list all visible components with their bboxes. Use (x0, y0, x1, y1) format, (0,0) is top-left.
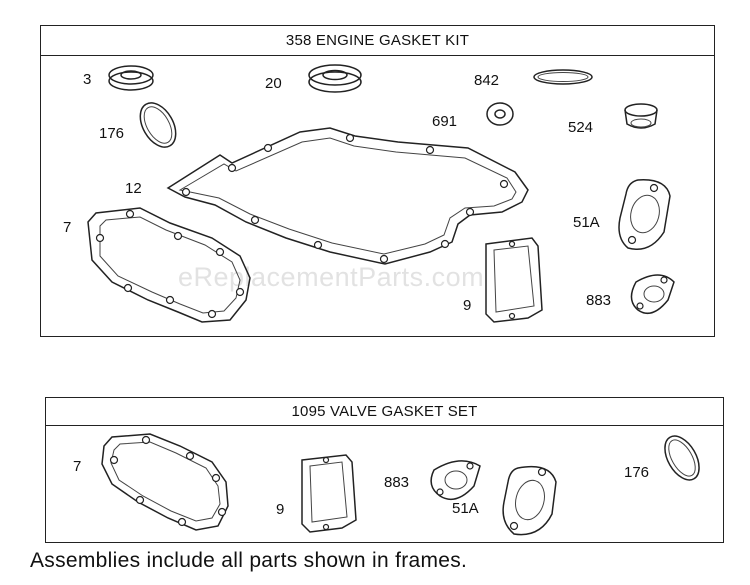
callout-3: 3 (83, 71, 91, 88)
part-691-washer (486, 102, 514, 126)
part-883-gasket (630, 274, 675, 315)
assembly-footnote: Assemblies include all parts shown in fr… (30, 549, 468, 572)
valve-set-callout-883: 883 (384, 474, 409, 491)
callout-176: 176 (99, 125, 124, 142)
callout-12: 12 (125, 180, 142, 197)
engine-gasket-kit-title: 358 ENGINE GASKET KIT (41, 26, 714, 56)
watermark: eReplacementParts.com (178, 262, 485, 292)
callout-9: 9 (463, 297, 471, 314)
callout-842: 842 (474, 72, 499, 89)
part-7-head-gasket (87, 207, 251, 323)
valve-set-part-9-breather-gasket (301, 454, 357, 533)
part-3-oil-seal (108, 65, 154, 91)
part-51a-intake-gasket (618, 179, 671, 250)
part-524-grommet (624, 103, 658, 129)
callout-691: 691 (432, 113, 457, 130)
callout-883: 883 (586, 292, 611, 309)
part-9-breather-gasket (485, 237, 543, 323)
callout-20: 20 (265, 75, 282, 92)
callout-7: 7 (63, 219, 71, 236)
valve-set-callout-7: 7 (73, 458, 81, 475)
valve-set-callout-9: 9 (276, 501, 284, 518)
part-176-o-ring (139, 102, 177, 148)
valve-set-part-7-head-gasket (101, 433, 229, 531)
part-842-ring (533, 69, 593, 85)
valve-gasket-set-title: 1095 VALVE GASKET SET (46, 398, 723, 426)
valve-set-part-176-o-ring (664, 435, 700, 481)
part-12-crankcase-gasket (166, 127, 529, 265)
callout-524: 524 (568, 119, 593, 136)
part-20-oil-seal (308, 64, 362, 93)
callout-51a: 51A (573, 214, 600, 231)
valve-set-callout-176: 176 (624, 464, 649, 481)
valve-set-part-51a-intake-gasket (502, 465, 557, 536)
valve-gasket-set-frame: 1095 VALVE GASKET SET (45, 397, 724, 543)
valve-set-callout-51a: 51A (452, 500, 479, 517)
engine-gasket-kit-frame: 358 ENGINE GASKET KIT (40, 25, 715, 337)
valve-set-part-883-gasket (430, 460, 481, 501)
